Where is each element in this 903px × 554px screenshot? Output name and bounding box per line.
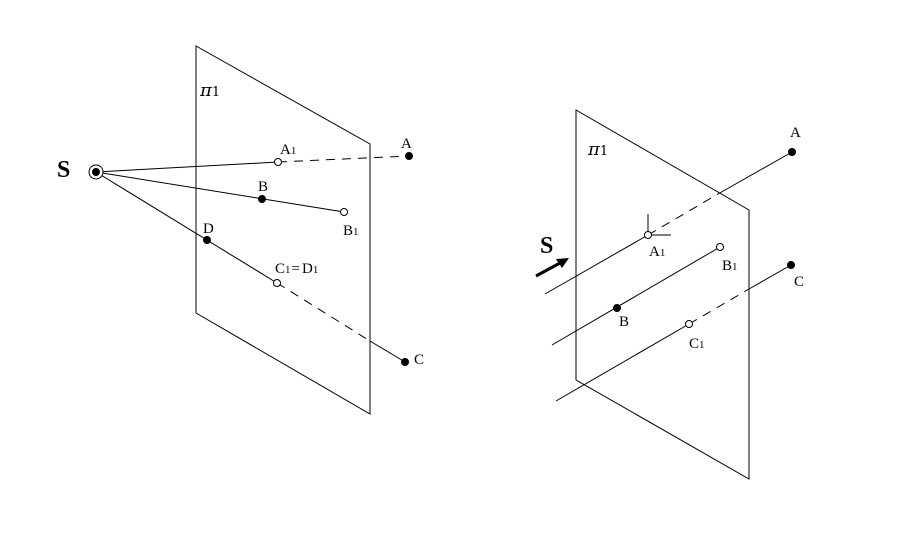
plane-pi1-left <box>195 45 371 415</box>
label-c: C <box>414 352 424 368</box>
point-a <box>405 152 413 160</box>
label-c1-right: C1 <box>689 336 705 352</box>
center-s-label: S <box>57 157 70 183</box>
point-a-right <box>788 148 796 156</box>
point-c1-right <box>685 320 693 328</box>
plane-label-right: π1 <box>587 139 608 160</box>
ray-c-visible <box>369 340 406 363</box>
ray-b <box>551 246 721 346</box>
parallel-projection-figure: π1 S A1 A B1 B C1 C <box>535 109 804 480</box>
label-b1: B1 <box>343 223 359 239</box>
direction-s-label: S <box>540 233 553 259</box>
ray-s-b1 <box>95 171 345 213</box>
label-b-right: B <box>619 314 629 330</box>
label-c1-d1: C1=D1 <box>275 261 318 277</box>
ray-s-a1 <box>95 161 279 173</box>
label-b: B <box>258 179 268 195</box>
ray-a-right <box>717 151 793 195</box>
point-d <box>203 236 211 244</box>
ray-c-right <box>748 264 792 290</box>
ray-c1-c-hidden <box>276 282 371 342</box>
plane-label-left: π1 <box>199 80 220 101</box>
point-c1-d1 <box>273 279 281 287</box>
ray-c-hidden <box>688 288 750 325</box>
point-a1-right <box>644 231 652 239</box>
point-c-right <box>787 261 795 269</box>
label-a: A <box>401 136 412 152</box>
point-b <box>258 195 266 203</box>
label-a-right: A <box>790 125 801 141</box>
point-b1-right <box>716 243 724 251</box>
ray-a-left <box>544 234 649 295</box>
plane-pi1-right <box>575 109 750 480</box>
direction-arrow-shaft <box>535 261 561 278</box>
ray-c-left <box>555 323 690 402</box>
label-c-right: C <box>794 274 804 290</box>
label-b1-right: B1 <box>722 258 738 274</box>
label-a1-right: A1 <box>649 244 665 260</box>
ray-a1-a <box>277 155 410 163</box>
center-s-point <box>92 168 100 176</box>
point-a1 <box>274 158 282 166</box>
direction-arrow-head <box>556 258 569 268</box>
point-b1 <box>340 208 348 216</box>
ray-a-hidden <box>647 193 719 236</box>
point-c <box>401 358 409 366</box>
label-a1: A1 <box>280 142 296 158</box>
point-b-right <box>613 304 621 312</box>
ray-s-c1 <box>95 171 278 284</box>
central-projection-figure: π1 S A1 A B B1 D C1=D1 C <box>57 45 424 415</box>
label-d: D <box>203 221 214 237</box>
